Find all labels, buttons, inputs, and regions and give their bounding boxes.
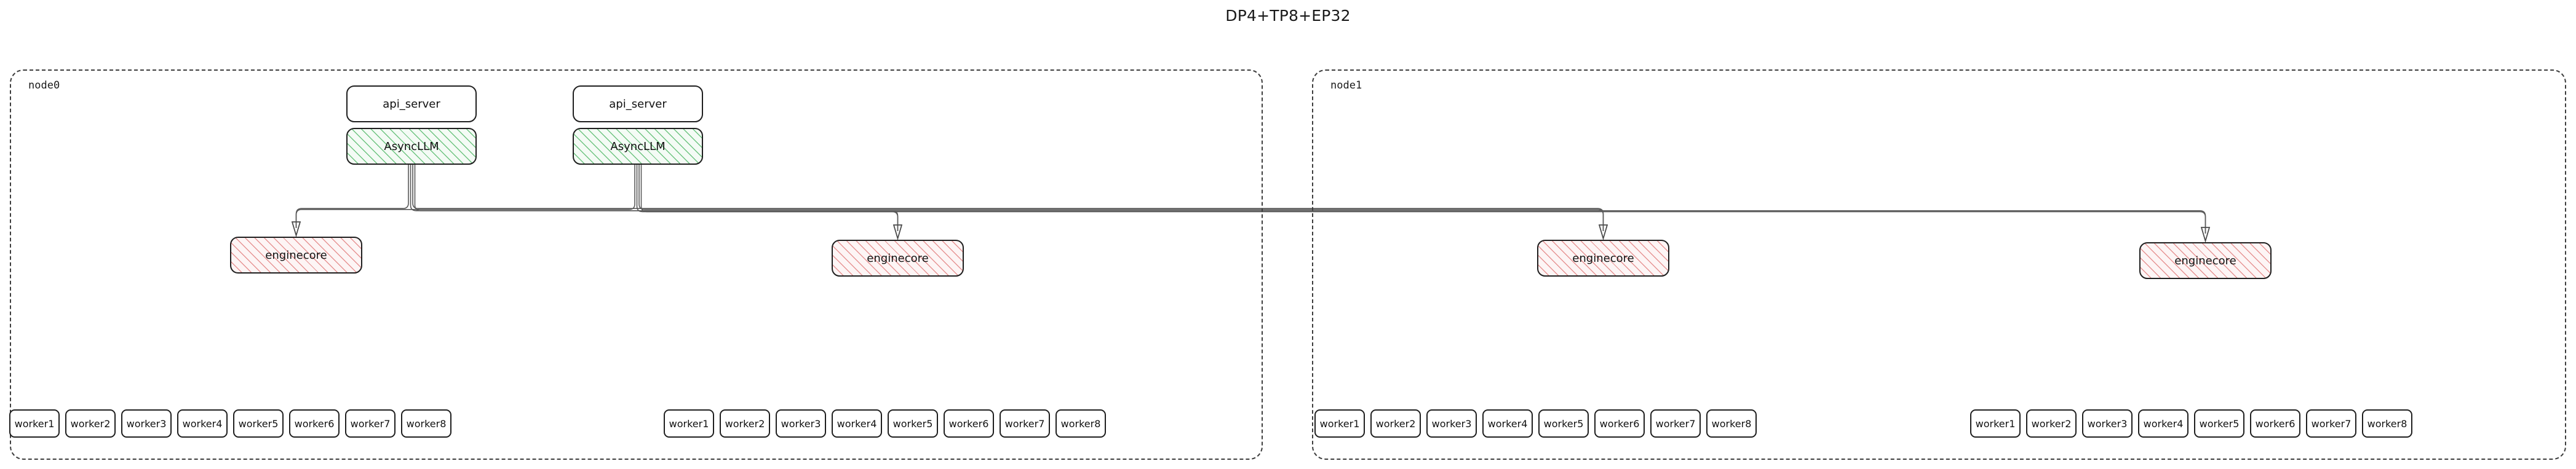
worker-box[interactable]: worker5: [1538, 409, 1589, 438]
worker-label: worker2: [725, 417, 765, 430]
node-enginecore_1[interactable]: enginecore: [832, 240, 964, 277]
worker-box[interactable]: worker8: [1055, 409, 1106, 438]
worker-label: worker6: [294, 417, 335, 430]
worker-label: worker5: [2199, 417, 2240, 430]
worker-label: worker5: [892, 417, 933, 430]
worker-box[interactable]: worker8: [401, 409, 451, 438]
worker-box[interactable]: worker8: [1706, 409, 1757, 438]
worker-box[interactable]: worker1: [9, 409, 60, 438]
worker-box[interactable]: worker8: [2362, 409, 2412, 438]
worker-label: worker8: [1060, 417, 1101, 430]
node-api_server_1[interactable]: api_server: [573, 85, 703, 122]
worker-label: worker4: [837, 417, 877, 430]
node-label-enginecore_2: enginecore: [1572, 251, 1634, 265]
worker-box[interactable]: worker6: [1594, 409, 1645, 438]
node-label-api_server_1: api_server: [609, 97, 667, 111]
worker-box[interactable]: worker4: [2138, 409, 2188, 438]
worker-label: worker3: [1431, 417, 1472, 430]
worker-label: worker4: [182, 417, 223, 430]
node-async_llm_1[interactable]: AsyncLLM: [573, 128, 703, 165]
worker-label: worker7: [1655, 417, 1696, 430]
worker-box[interactable]: worker2: [1370, 409, 1421, 438]
worker-label: worker7: [350, 417, 391, 430]
worker-label: worker8: [406, 417, 447, 430]
worker-label: worker7: [1004, 417, 1045, 430]
node-async_llm_0[interactable]: AsyncLLM: [346, 128, 477, 165]
worker-box[interactable]: worker5: [233, 409, 284, 438]
node-api_server_0[interactable]: api_server: [346, 85, 477, 122]
worker-label: worker6: [2255, 417, 2296, 430]
worker-label: worker2: [70, 417, 111, 430]
worker-label: worker4: [1487, 417, 1528, 430]
worker-box[interactable]: worker4: [832, 409, 882, 438]
worker-box[interactable]: worker7: [2306, 409, 2356, 438]
worker-box[interactable]: worker5: [2194, 409, 2244, 438]
node-enginecore_2[interactable]: enginecore: [1537, 240, 1669, 277]
worker-box[interactable]: worker4: [1482, 409, 1533, 438]
worker-box[interactable]: worker2: [720, 409, 770, 438]
cluster-label-node0: node0: [28, 79, 60, 92]
page-title: DP4+TP8+EP32: [1225, 7, 1351, 25]
node-enginecore_0[interactable]: enginecore: [230, 237, 362, 274]
worker-label: worker1: [1975, 417, 2016, 430]
node-enginecore_3[interactable]: enginecore: [2139, 242, 2272, 279]
worker-label: worker2: [2031, 417, 2072, 430]
node-label-enginecore_1: enginecore: [867, 251, 929, 265]
worker-box[interactable]: worker1: [1314, 409, 1365, 438]
worker-label: worker3: [126, 417, 167, 430]
worker-label: worker4: [2143, 417, 2184, 430]
worker-box[interactable]: worker7: [1650, 409, 1701, 438]
worker-label: worker5: [1543, 417, 1584, 430]
worker-box[interactable]: worker5: [888, 409, 938, 438]
worker-label: worker6: [1599, 417, 1640, 430]
worker-label: worker1: [1319, 417, 1360, 430]
worker-label: worker6: [948, 417, 989, 430]
worker-box[interactable]: worker6: [944, 409, 994, 438]
worker-box[interactable]: worker3: [776, 409, 826, 438]
node-label-enginecore_0: enginecore: [265, 248, 327, 262]
node-label-enginecore_3: enginecore: [2174, 254, 2236, 267]
worker-label: worker8: [1711, 417, 1752, 430]
worker-label: worker3: [2087, 417, 2128, 430]
worker-label: worker8: [2367, 417, 2407, 430]
worker-box[interactable]: worker4: [177, 409, 228, 438]
worker-box[interactable]: worker3: [2082, 409, 2133, 438]
cluster-node0: node0: [10, 69, 1263, 460]
worker-box[interactable]: worker2: [65, 409, 116, 438]
cluster-label-node1: node1: [1330, 79, 1362, 92]
worker-label: worker7: [2311, 417, 2351, 430]
worker-box[interactable]: worker7: [345, 409, 396, 438]
worker-label: worker2: [1375, 417, 1416, 430]
worker-box[interactable]: worker2: [2026, 409, 2077, 438]
worker-label: worker3: [781, 417, 821, 430]
cluster-node1: node1: [1312, 69, 2566, 460]
worker-label: worker1: [14, 417, 55, 430]
worker-box[interactable]: worker3: [121, 409, 172, 438]
worker-box[interactable]: worker7: [1000, 409, 1050, 438]
node-label-api_server_0: api_server: [383, 97, 440, 111]
worker-label: worker5: [238, 417, 279, 430]
node-label-async_llm_0: AsyncLLM: [384, 140, 439, 153]
worker-label: worker1: [669, 417, 709, 430]
worker-box[interactable]: worker1: [1970, 409, 2021, 438]
worker-box[interactable]: worker6: [2250, 409, 2300, 438]
worker-box[interactable]: worker3: [1426, 409, 1477, 438]
node-label-async_llm_1: AsyncLLM: [610, 140, 666, 153]
worker-box[interactable]: worker1: [664, 409, 714, 438]
worker-box[interactable]: worker6: [289, 409, 340, 438]
